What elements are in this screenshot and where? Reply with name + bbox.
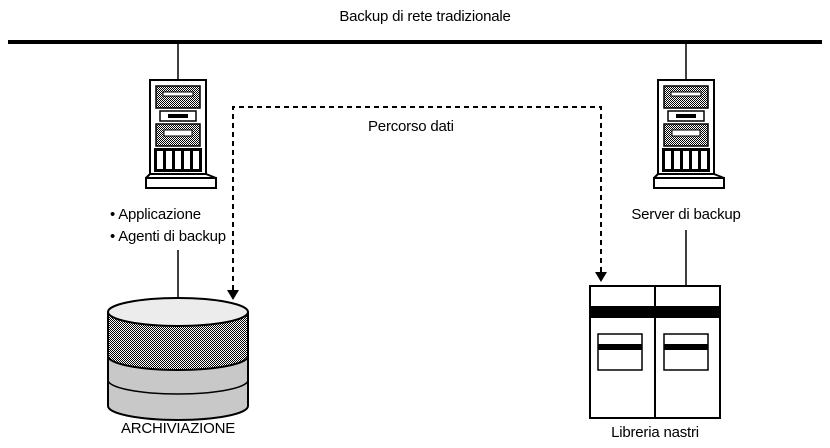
app-server-bullet-2-text: Agenti di backup [118, 228, 226, 245]
app-server-bullet-1-text: Applicazione [118, 206, 201, 223]
diagram-title: Backup di rete tradizionale [339, 8, 511, 25]
bullet-dot: • [110, 228, 119, 245]
data-path-arrow-storage [227, 290, 239, 300]
bullet-dot: • [110, 206, 119, 223]
app-server-bullet-1: • Applicazione [110, 206, 201, 224]
tape-library-label: Libreria nastri [611, 424, 699, 441]
app-server-bullet-2: • Agenti di backup [110, 228, 226, 246]
backup-server-label: Server di backup [631, 206, 741, 223]
data-path-arrow-tape [595, 272, 607, 282]
tape-library-icon [589, 285, 721, 419]
backup-server-icon [653, 79, 725, 189]
storage-cylinder-icon [107, 297, 249, 421]
app-server-icon [145, 79, 217, 189]
storage-label: ARCHIVIAZIONE [120, 420, 236, 437]
data-path-label: Percorso dati [368, 118, 454, 135]
data-path-line [232, 106, 602, 290]
